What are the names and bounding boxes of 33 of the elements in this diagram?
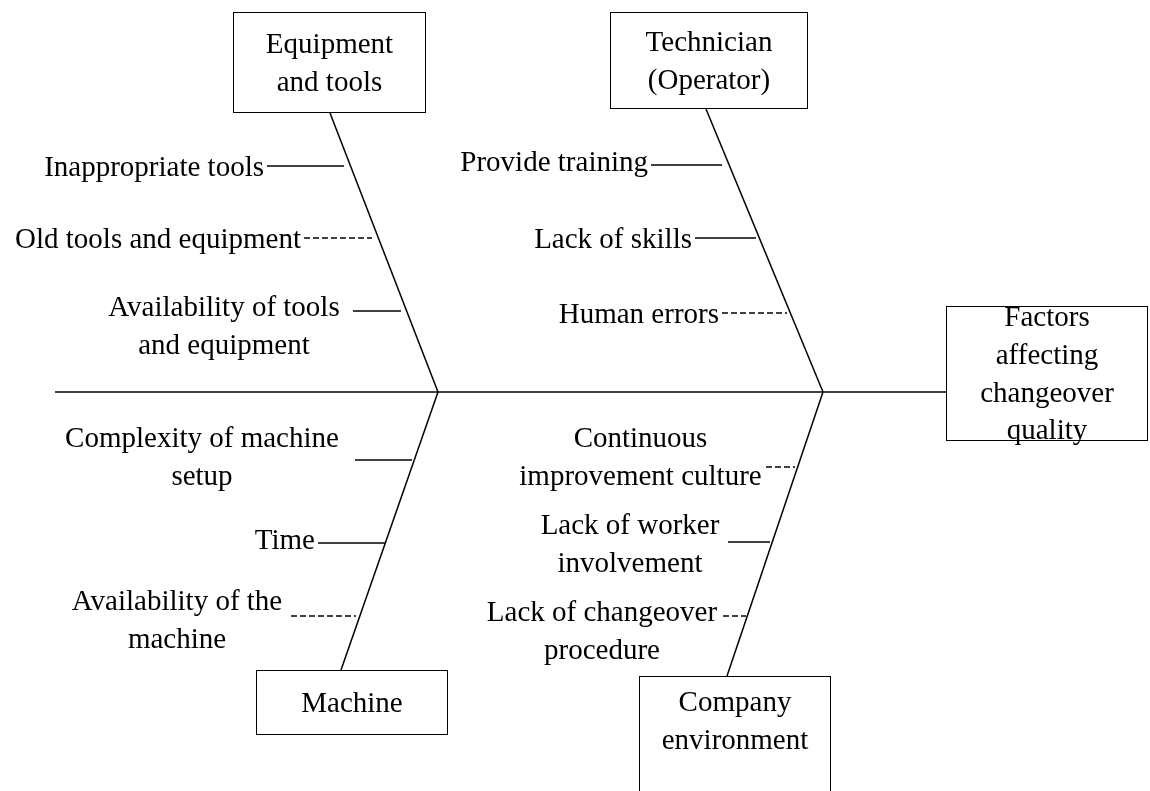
category-box: Equipment and tools (233, 12, 426, 113)
spine-line (54, 391, 947, 393)
category-box: Technician (Operator) (610, 12, 808, 109)
leader-line (303, 237, 373, 239)
bone-line (329, 112, 439, 393)
leader-line (317, 542, 386, 544)
cause-label: Inappropriate tools (44, 147, 267, 185)
leader-line (266, 165, 345, 167)
leader-line (290, 615, 357, 617)
leader-line (721, 312, 788, 314)
category-box: Machine (256, 670, 448, 735)
bone-line (340, 391, 439, 671)
bone-line (705, 108, 824, 393)
cause-label: Human errors (558, 294, 722, 332)
cause-label: Lack of skills (534, 219, 695, 257)
leader-line (354, 459, 413, 461)
cause-label: Provide training (460, 142, 651, 180)
cause-label: Availability of tools and equipment (98, 287, 353, 363)
leader-line (352, 310, 402, 312)
leader-line (694, 237, 757, 239)
cause-label: Availability of the machine (66, 581, 291, 657)
bone-line (726, 391, 824, 677)
category-box: Company environment (639, 676, 831, 791)
cause-label: Time (254, 520, 318, 558)
cause-label: Continuous improvement culture (518, 418, 766, 494)
cause-label: Lack of worker involvement (535, 505, 728, 581)
leader-line (765, 466, 796, 468)
cause-label: Complexity of machine setup (52, 418, 355, 494)
cause-label: Old tools and equipment (15, 219, 304, 257)
leader-line (727, 541, 771, 543)
cause-label: Lack of changeover procedure (484, 592, 723, 668)
leader-line (650, 164, 723, 166)
leader-line (722, 615, 747, 617)
